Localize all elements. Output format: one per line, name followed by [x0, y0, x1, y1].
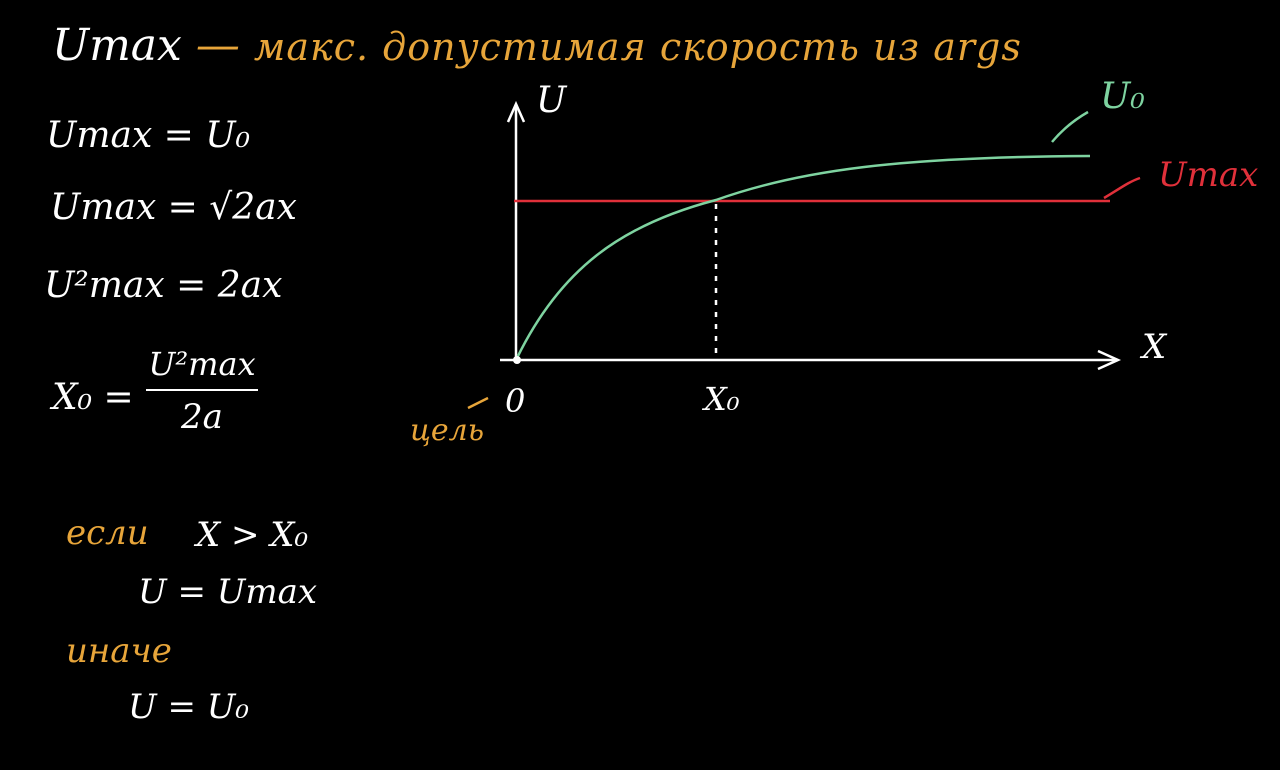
condition-if-label: если: [66, 513, 149, 553]
title-line: Umax—макс. допустимая скорость из args: [52, 24, 1022, 68]
formula-x0-fraction: U²max 2a: [146, 345, 258, 437]
condition-if-expression: X > X₀: [196, 515, 309, 555]
fraction-bar: [146, 389, 258, 391]
x0-label: X₀: [701, 380, 740, 418]
title-vmax: Umax: [52, 20, 182, 71]
fraction-denominator: 2a: [181, 397, 223, 437]
origin-dot: [513, 356, 521, 364]
y-axis-label: U: [536, 80, 568, 121]
y-axis-arrow: [506, 100, 526, 123]
fraction-numerator: U²max: [148, 345, 256, 383]
x-axis-arrow: [1097, 349, 1122, 371]
title-description: макс. допустимая скорость из args: [253, 25, 1022, 69]
vmax-leader: [1103, 176, 1141, 200]
v0-series-label: U₀: [1100, 76, 1145, 117]
formula-vmax-equals-v0: Umax = U₀: [46, 115, 251, 156]
target-leader: [467, 396, 489, 410]
origin-label: 0: [505, 382, 525, 420]
condition-then-expression: U = Umax: [138, 572, 318, 612]
v0-leader: [1051, 110, 1089, 143]
v0-curve: [515, 154, 1091, 359]
formula-vmax-sqrt: Umax = √2ax: [50, 187, 297, 228]
condition-else-label: иначе: [66, 631, 172, 671]
title-dash: —: [195, 20, 240, 71]
x-axis-label: X: [1139, 327, 1168, 367]
target-label: цель: [410, 413, 484, 448]
formula-x0-lhs: X₀ =: [52, 377, 134, 418]
vmax-series-label: Umax: [1158, 155, 1258, 195]
formula-vmax-squared: U²max = 2ax: [44, 265, 283, 306]
condition-else-expression: U = U₀: [128, 687, 250, 727]
